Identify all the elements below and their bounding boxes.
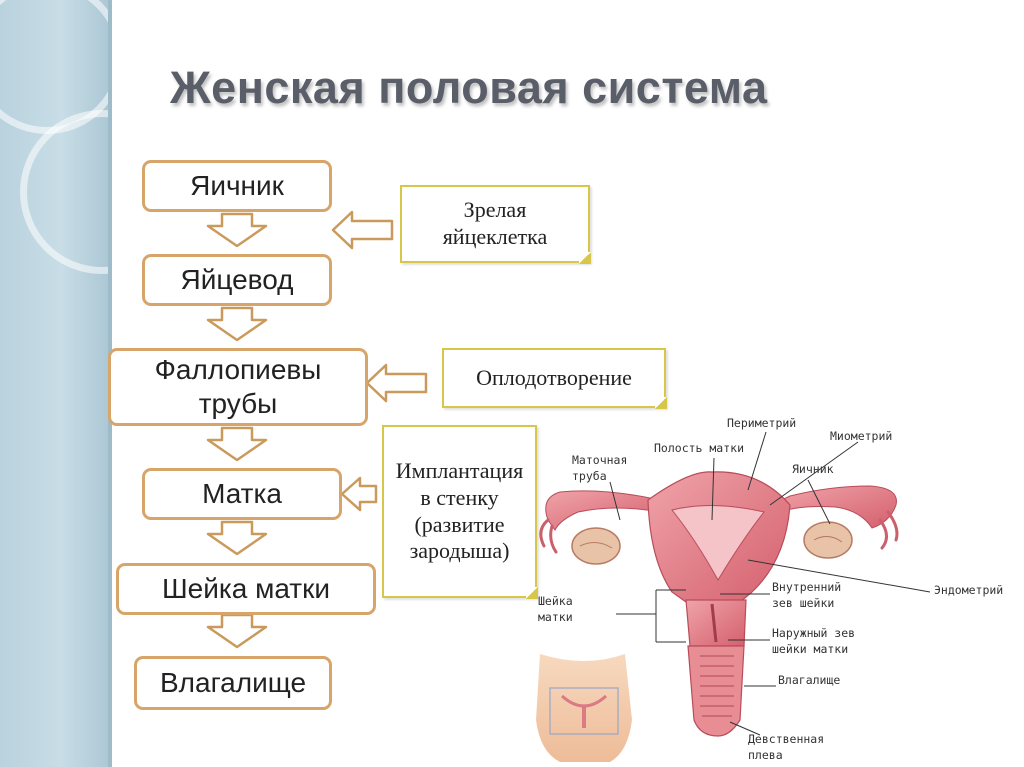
slide-title: Женская половая система (170, 62, 768, 113)
note-fertilization: Оплодотворение (442, 348, 667, 409)
step-fallopian-tubes: Фаллопиевы трубы (108, 348, 368, 426)
down-arrow-icon (206, 426, 268, 462)
step-vagina: Влагалище (134, 656, 332, 710)
note-implantation: Имплантация в стенку (развитие зародыша) (382, 425, 538, 599)
label-hymen-2: плева (748, 748, 783, 762)
label-cervix-2: матки (538, 610, 573, 624)
down-arrow-icon (206, 613, 268, 649)
label-endometrium: Эндометрий (934, 583, 1003, 597)
down-arrow-icon (206, 520, 268, 556)
label-myometrium: Миометрий (830, 429, 892, 443)
label-internal-os-1: Внутренний (772, 580, 841, 594)
label-internal-os-2: зев шейки (772, 596, 834, 610)
step-cervix: Шейка матки (116, 563, 376, 615)
label-external-os-1: Наружный зев (772, 626, 855, 640)
step-oviduct: Яйцевод (142, 254, 332, 306)
label-uterine-cavity: Полость матки (654, 441, 744, 455)
left-arrow-icon (365, 363, 428, 403)
label-fallopian-tube-1: Маточная (572, 453, 627, 467)
pelvis-silhouette-image (536, 654, 632, 762)
down-arrow-icon (206, 212, 268, 248)
label-fallopian-tube-2: труба (572, 469, 607, 483)
down-arrow-icon (206, 306, 268, 342)
left-arrow-icon (331, 210, 394, 250)
left-arrow-icon (340, 476, 378, 512)
note-mature-egg: Зрелая яйцеклетка (400, 185, 591, 264)
step-uterus: Матка (142, 468, 342, 520)
label-perimetrium: Периметрий (727, 416, 796, 430)
label-ovary: Яичник (792, 462, 834, 476)
label-vagina: Влагалище (778, 673, 840, 687)
label-cervix-1: Шейка (538, 594, 573, 608)
label-external-os-2: шейки матки (772, 642, 848, 656)
step-ovary: Яичник (142, 160, 332, 212)
label-hymen-1: Девственная (748, 732, 824, 746)
uterus-diagram (539, 471, 899, 737)
leader-lines (609, 431, 931, 736)
decorative-side-band (0, 0, 184, 767)
